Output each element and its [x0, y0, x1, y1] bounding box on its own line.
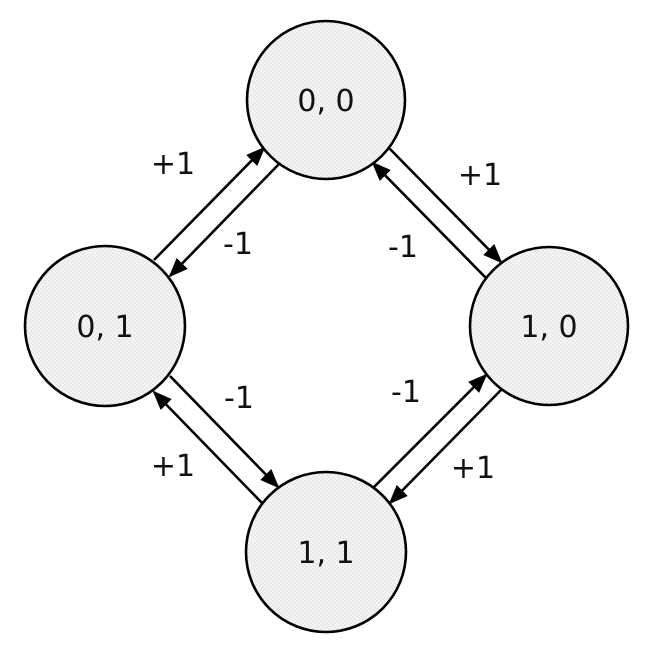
edge-label-left-to-bottom: -1	[224, 381, 254, 416]
edge-arrow-bottom-to-left	[152, 390, 263, 504]
edge-arrow-left-to-top	[153, 146, 266, 261]
node-label-1-1: 1, 1	[297, 536, 354, 571]
edge-label-bottom-to-right: -1	[391, 375, 421, 410]
edge-label-right-to-top: -1	[388, 230, 418, 265]
edge-arrow-top-to-left	[168, 163, 280, 278]
edge-arrow-top-to-right	[388, 147, 503, 264]
node-label-0-1: 0, 1	[76, 310, 133, 345]
node-label-0-0: 0, 0	[297, 84, 354, 119]
node-label-1-0: 1, 0	[520, 310, 577, 345]
edge-arrow-right-to-top	[371, 161, 487, 279]
node-1-0	[468, 245, 630, 407]
edge-label-left-to-top: +1	[151, 147, 195, 182]
edge-label-top-to-left: -1	[223, 227, 253, 262]
node-0-1	[23, 244, 187, 408]
edge-arrow-right-to-bottom	[388, 389, 502, 505]
edge-arrow-bottom-to-right	[373, 373, 488, 488]
edge-label-top-to-right: +1	[458, 158, 502, 193]
node-0-0	[245, 19, 407, 181]
edge-label-right-to-bottom: +1	[451, 451, 495, 486]
node-1-1	[244, 470, 408, 634]
edge-label-bottom-to-left: +1	[151, 449, 195, 484]
edge-arrow-left-to-bottom	[169, 375, 280, 489]
